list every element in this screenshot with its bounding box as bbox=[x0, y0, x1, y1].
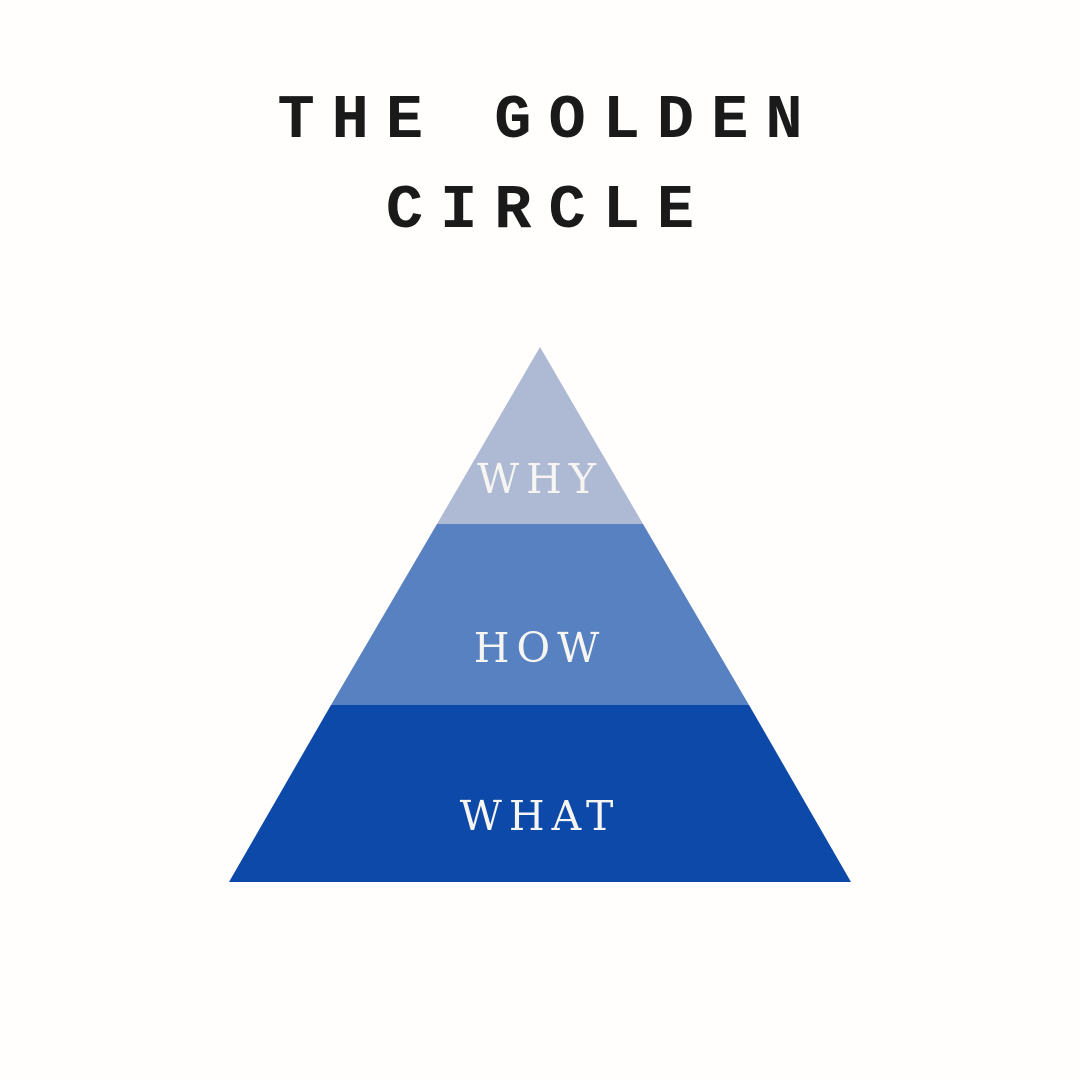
title-line-2: CIRCLE bbox=[385, 175, 712, 246]
poster-title: THE GOLDEN CIRCLE bbox=[0, 76, 1080, 256]
pyramid-tier-why bbox=[437, 347, 643, 524]
pyramid-label-why: WHY bbox=[477, 455, 603, 503]
pyramid-tier-how bbox=[331, 524, 749, 705]
pyramid-label-what: WHAT bbox=[460, 792, 621, 840]
title-line-1: THE GOLDEN bbox=[277, 85, 820, 156]
pyramid-label-how: HOW bbox=[474, 624, 607, 672]
pyramid-tier-what bbox=[229, 705, 851, 882]
